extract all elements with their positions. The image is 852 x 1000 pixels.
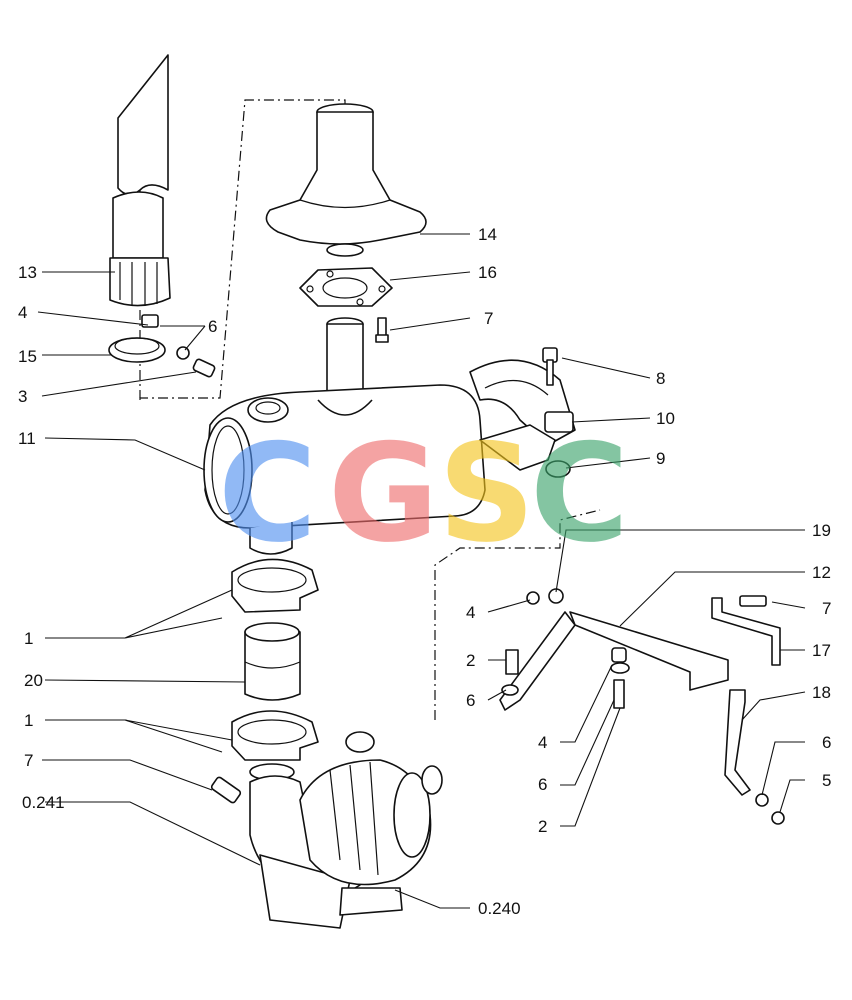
gasket: [299, 267, 393, 307]
watermark-letter-g: G: [328, 415, 439, 572]
leader-lines: [37, 233, 806, 909]
label-0240: 0.240: [478, 899, 521, 918]
pipe-clamps-and-sleeve: [231, 558, 319, 781]
label-17: 17: [812, 641, 831, 660]
watermark-letter-c2: C: [530, 415, 629, 572]
label-0241: 0.241: [22, 793, 65, 812]
cgsc-watermark: C G S C: [218, 415, 629, 572]
watermark-letter-s: S: [438, 415, 535, 572]
label-7-lower: 7: [24, 751, 33, 770]
label-1-upper: 1: [24, 629, 33, 648]
label-7-top: 7: [484, 309, 493, 328]
label-4-lower: 4: [538, 733, 547, 752]
label-9: 9: [656, 449, 665, 468]
tail-pipe: [109, 54, 171, 307]
label-15: 15: [18, 347, 37, 366]
silencer: [203, 317, 486, 555]
label-1-lower: 1: [24, 711, 33, 730]
label-19: 19: [812, 521, 831, 540]
label-11: 11: [18, 429, 36, 448]
assembly-line-top: [139, 99, 346, 400]
label-6-bracket: 6: [466, 691, 475, 710]
label-12: 12: [812, 563, 831, 582]
label-16: 16: [478, 263, 497, 282]
label-5: 5: [822, 771, 831, 790]
mounting-bracket: [499, 588, 785, 825]
flange-pipe: [265, 103, 427, 257]
label-8: 8: [656, 369, 665, 388]
pipe-clamp: [108, 314, 216, 378]
label-10: 10: [656, 409, 675, 428]
strap-clamp: [469, 347, 576, 478]
label-4-top: 4: [18, 303, 27, 322]
label-3: 3: [18, 387, 27, 406]
assembly-line-right: [434, 509, 601, 720]
label-14: 14: [478, 225, 497, 244]
label-6-lower: 6: [538, 775, 547, 794]
label-6-top: 6: [208, 317, 217, 336]
label-18: 18: [812, 683, 831, 702]
elbow-and-turbo-housing: [210, 731, 443, 929]
watermark-letter-c1: C: [218, 415, 317, 572]
label-4-bracket: 4: [466, 603, 475, 622]
label-7-bracket: 7: [822, 599, 831, 618]
label-20: 20: [24, 671, 43, 690]
label-2-bracket: 2: [466, 651, 475, 670]
label-13: 13: [18, 263, 37, 282]
label-2-lower: 2: [538, 817, 547, 836]
label-6-right: 6: [822, 733, 831, 752]
